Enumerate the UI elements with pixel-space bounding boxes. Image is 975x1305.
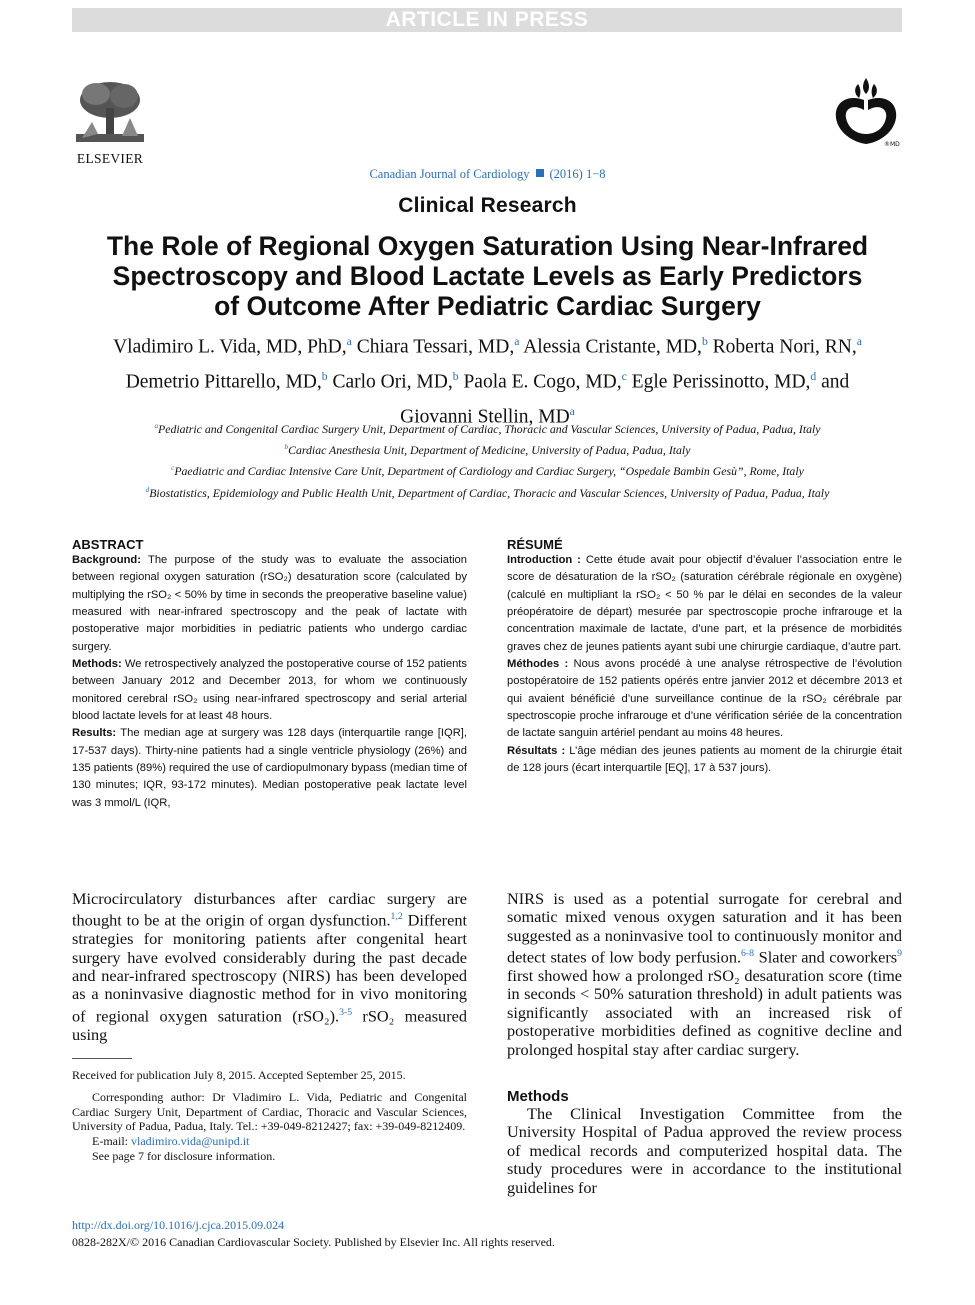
abstract-label: Methods: — [72, 658, 122, 671]
author-name: Vladimiro L. Vida, MD, PhD, — [113, 336, 347, 358]
author-affiliation-marker[interactable]: a — [346, 335, 352, 348]
citation-link[interactable]: 9 — [897, 948, 902, 960]
journal-name-link[interactable]: Canadian Journal of Cardiology — [369, 167, 530, 181]
resume-text: L’âge médian des jeunes patients au mome… — [507, 744, 902, 775]
footnotes: Received for publication July 8, 2015. A… — [72, 1068, 467, 1164]
author-affiliation-marker[interactable]: a — [514, 335, 520, 348]
affiliation: aPediatric and Congenital Cardiac Surger… — [60, 422, 915, 437]
title-line: Spectroscopy and Blood Lactate Levels as… — [112, 261, 863, 291]
abstract-text: We retrospectively analyzed the postoper… — [72, 658, 467, 723]
author-line: Giovanni Stellin, MDa — [60, 397, 915, 432]
author-affiliation-marker[interactable]: d — [810, 370, 817, 383]
email-link[interactable]: vladimiro.vida@unipd.it — [131, 1134, 250, 1149]
body-text: Different strategies for monitoring pati… — [72, 910, 467, 1026]
author-affiliation-marker[interactable]: a — [856, 335, 862, 348]
resume-text: Nous avons procédé à une analyse rétrosp… — [507, 658, 902, 740]
affiliation: cPaediatric and Cardiac Intensive Care U… — [60, 464, 915, 479]
title-line: The Role of Regional Oxygen Saturation U… — [106, 231, 869, 261]
author-affiliation-marker[interactable]: b — [452, 370, 459, 383]
heart-emblem-icon: ®MD — [835, 78, 900, 148]
body-text: Microcirculatory disturbances after card… — [72, 889, 467, 930]
received-note: Received for publication July 8, 2015. A… — [72, 1068, 406, 1082]
author-line: Vladimiro L. Vida, MD, PhD,a Chiara Tess… — [60, 327, 915, 362]
abstract-label: Results: — [72, 727, 117, 740]
body-text: first showed how a prolonged rSO₂ desatu… — [507, 966, 902, 1059]
resume: RÉSUMÉ Introduction : Cette étude avait … — [507, 537, 902, 777]
square-separator-icon — [535, 169, 544, 177]
affiliation-text: Biostatistics, Epidemiology and Public H… — [149, 486, 830, 500]
author-name: Paola E. Cogo, MD, — [463, 371, 622, 393]
resume-methods: Méthodes : Nous avons procédé à une anal… — [507, 656, 902, 743]
author-line: Demetrio Pittarello, MD,b Carlo Ori, MD,… — [60, 362, 915, 397]
abstract-background: Background: The purpose of the study was… — [72, 552, 467, 656]
author-list: Vladimiro L. Vida, MD, PhD,a Chiara Tess… — [60, 327, 915, 432]
author-affiliation-marker[interactable]: b — [321, 370, 328, 383]
author-affiliation-marker[interactable]: b — [701, 335, 708, 348]
body-text: NIRS is used as a potential surrogate fo… — [507, 889, 902, 967]
author-name: Egle Perissinotto, MD, — [631, 371, 811, 393]
abstract-methods: Methods: We retrospectively analyzed the… — [72, 656, 467, 725]
article-title: The Role of Regional Oxygen Saturation U… — [60, 231, 915, 321]
citation-link[interactable]: 6-8 — [741, 948, 755, 960]
affiliation-text: Cardiac Anesthesia Unit, Department of M… — [288, 443, 691, 457]
affiliation-marker: a — [154, 422, 159, 431]
abstract-text: The purpose of the study was to evaluate… — [72, 554, 467, 653]
journal-issue: (2016) 1−8 — [549, 167, 606, 181]
body-text: rSO₂ measured using — [72, 1006, 467, 1044]
abstract-label: Background: — [72, 554, 141, 566]
email-note: E-mail: vladimiro.vida@unipd.it — [72, 1134, 467, 1149]
elsevier-logo: ELSEVIER — [72, 78, 148, 166]
affiliation-marker: b — [284, 443, 289, 452]
journal-emblem: ®MD — [828, 76, 904, 148]
citation-link[interactable]: 1,2 — [390, 911, 403, 923]
svg-text:®MD: ®MD — [884, 141, 900, 148]
resume-text: Cette étude avait pour objectif d’évalue… — [507, 554, 903, 653]
abstract-results: Results: The median age at surgery was 1… — [72, 725, 467, 812]
affiliation-text: Pediatric and Congenital Cardiac Surgery… — [158, 422, 821, 436]
affiliation-text: Paediatric and Cardiac Intensive Care Un… — [174, 464, 804, 478]
author-name: and — [821, 371, 850, 393]
abstract-text: The median age at surgery was 128 days (… — [72, 727, 467, 809]
methods-section: Methods The Clinical Investigation Commi… — [507, 1088, 902, 1197]
section-label: Clinical Research — [398, 194, 577, 217]
affiliation: bCardiac Anesthesia Unit, Department of … — [60, 443, 915, 458]
citation-link[interactable]: 3-5 — [339, 1006, 353, 1018]
affiliation-marker: c — [171, 464, 175, 473]
author-name: Demetrio Pittarello, MD, — [125, 371, 322, 393]
affiliation: dBiostatistics, Epidemiology and Public … — [60, 486, 915, 501]
abstract: ABSTRACT Background: The purpose of the … — [72, 537, 467, 812]
resume-results: Résultats : L’âge médian des jeunes pati… — [507, 743, 902, 778]
author-name: Carlo Ori, MD, — [332, 371, 453, 393]
article-in-press-banner: ARTICLE IN PRESS — [72, 8, 902, 32]
title-line: of Outcome After Pediatric Cardiac Surge… — [214, 291, 761, 321]
author-affiliation-marker[interactable]: c — [621, 370, 627, 383]
resume-label: Méthodes : — [507, 658, 569, 671]
elsevier-tree-icon — [72, 78, 148, 144]
body-left-column: Microcirculatory disturbances after card… — [72, 889, 467, 1044]
affiliation-marker: d — [145, 486, 150, 495]
publisher-name: ELSEVIER — [76, 151, 144, 166]
body-text: Slater and coworkers — [754, 947, 898, 967]
footnote-divider — [72, 1058, 132, 1059]
abstract-heading: ABSTRACT — [72, 537, 144, 552]
disclosure-note: See page 7 for disclosure information. — [92, 1148, 276, 1163]
doi-link[interactable]: http://dx.doi.org/10.1016/j.cjca.2015.09… — [72, 1218, 285, 1232]
resume-introduction: Introduction : Cette étude avait pour ob… — [507, 552, 902, 656]
author-name: Alessia Cristante, MD, — [523, 336, 702, 358]
resume-label: Résultats : — [507, 744, 566, 757]
author-name: Roberta Nori, RN, — [712, 336, 857, 358]
resume-label: Introduction : — [507, 554, 581, 566]
author-name: Chiara Tessari, MD, — [356, 336, 515, 358]
methods-heading: Methods — [507, 1088, 569, 1105]
author-affiliation-marker[interactable]: a — [569, 405, 575, 418]
corresponding-note: Corresponding author: Dr Vladimiro L. Vi… — [72, 1089, 467, 1134]
resume-heading: RÉSUMÉ — [507, 537, 563, 552]
journal-citation: Canadian Journal of Cardiology (2016) 1−8 — [0, 167, 975, 182]
email-label: E-mail: — [92, 1134, 128, 1149]
body-right-column: NIRS is used as a potential surrogate fo… — [507, 889, 902, 1059]
copyright: 0828-282X/© 2016 Canadian Cardiovascular… — [72, 1235, 555, 1249]
author-name: Giovanni Stellin, MD — [400, 406, 570, 428]
methods-text: The Clinical Investigation Committee fro… — [507, 1104, 902, 1197]
